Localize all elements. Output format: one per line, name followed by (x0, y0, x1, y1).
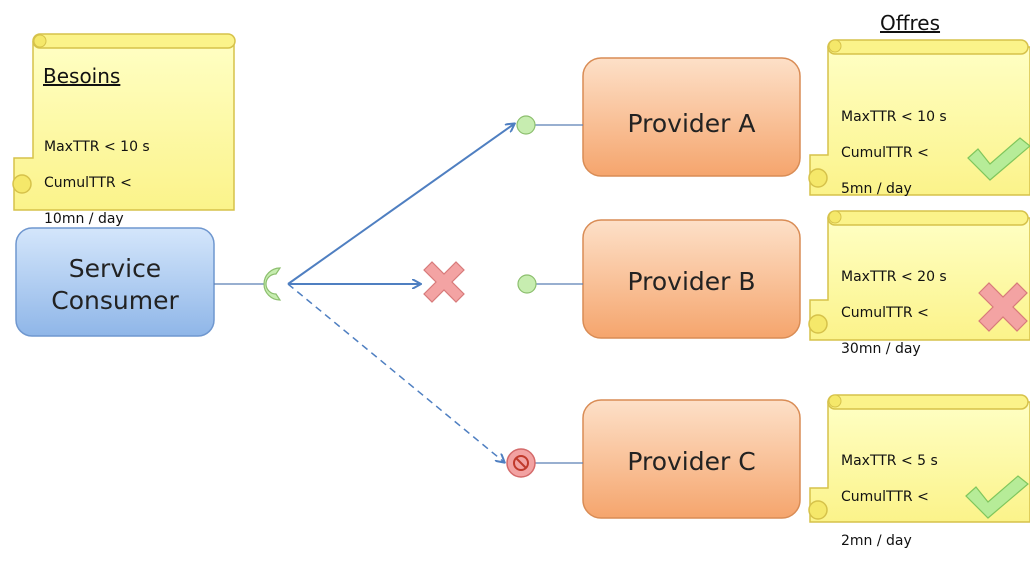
needs-heading: Besoins (43, 64, 121, 88)
needs-line: 10mn / day (44, 211, 124, 227)
arrow-to-provider-a (287, 124, 514, 285)
lollipop-icon-a (516, 115, 536, 135)
offer-line: 5mn / day (841, 181, 912, 197)
needs-line: MaxTTR < 10 s (44, 139, 150, 155)
offer-line: CumulTTR < (841, 145, 929, 161)
provider-b-label: Provider B (627, 267, 756, 296)
offer-b-text: MaxTTR < 20 s CumulTTR < 30mn / day (841, 250, 947, 376)
diagram-canvas (12, 33, 1030, 523)
needs-text: MaxTTR < 10 s CumulTTR < 10mn / day (44, 120, 150, 246)
offer-line: 30mn / day (841, 341, 921, 357)
offer-line: MaxTTR < 5 s (841, 453, 938, 469)
needs-note (12, 33, 236, 211)
check-icon-offer-c (965, 475, 1029, 519)
provider-b-box[interactable] (582, 219, 801, 339)
cross-icon-offer-b (978, 282, 1028, 332)
check-icon-offer-a (967, 137, 1030, 181)
arrow-to-provider-c (287, 283, 504, 462)
offer-line: MaxTTR < 20 s (841, 269, 947, 285)
offers-heading: Offres (880, 11, 941, 35)
socket-icon (263, 267, 282, 301)
no-entry-icon (506, 448, 536, 478)
service-consumer-label: Service Consumer (51, 254, 179, 315)
offer-line: MaxTTR < 10 s (841, 109, 947, 125)
provider-c-box[interactable] (582, 399, 801, 519)
offer-note-b (808, 210, 1030, 341)
cross-icon-rejected-link (423, 261, 465, 303)
offer-line: CumulTTR < (841, 489, 929, 505)
offer-line: CumulTTR < (841, 305, 929, 321)
needs-line: CumulTTR < (44, 175, 132, 191)
provider-a-box[interactable] (582, 57, 801, 177)
provider-c-label: Provider C (627, 447, 756, 476)
offer-c-text: MaxTTR < 5 s CumulTTR < 2mn / day (841, 434, 938, 568)
service-consumer-box[interactable] (15, 227, 215, 337)
provider-a-label: Provider A (627, 109, 756, 138)
offer-a-text: MaxTTR < 10 s CumulTTR < 5mn / day (841, 90, 947, 216)
offer-line: 2mn / day (841, 533, 912, 549)
lollipop-icon-b (517, 274, 537, 294)
